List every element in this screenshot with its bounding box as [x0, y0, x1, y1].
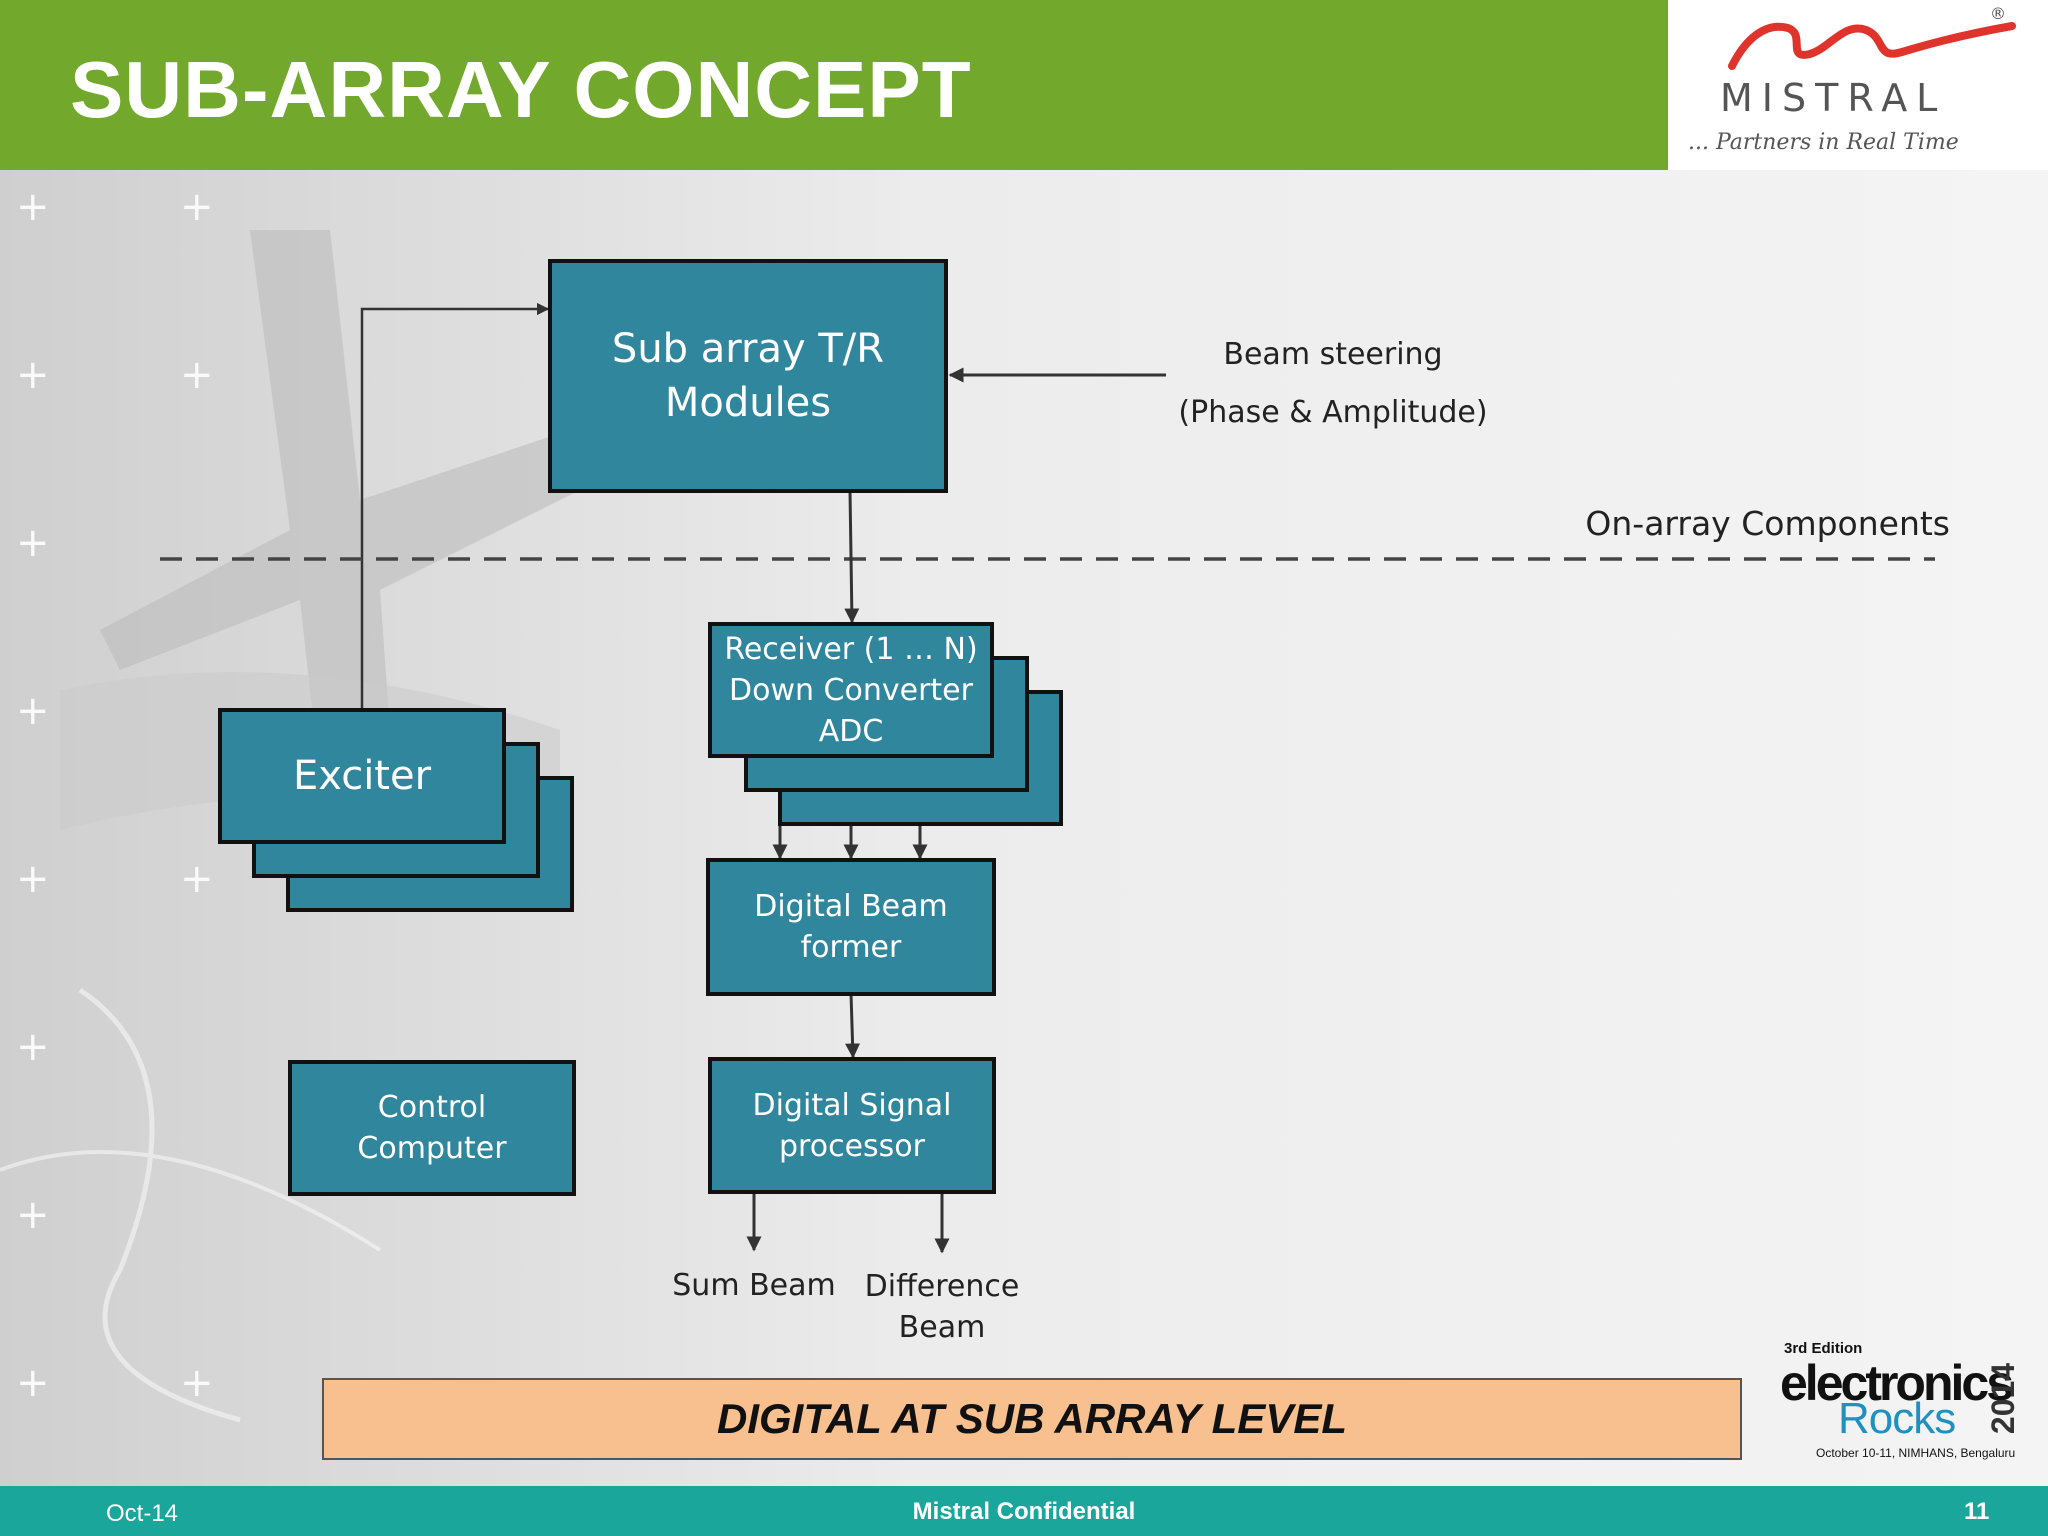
beam-steering-line1: Beam steering — [1223, 337, 1443, 372]
on-array-components-label: On-array Components — [1585, 504, 1950, 543]
control-computer-box: Control Computer — [288, 1060, 576, 1196]
dsp-line1: Digital Signal — [752, 1087, 952, 1123]
event-edition: 3rd Edition — [1784, 1340, 1863, 1357]
exciter-to-tr-arrow — [360, 302, 550, 712]
svg-text:+: + — [16, 184, 50, 230]
svg-text:+: + — [180, 1360, 214, 1406]
receiver-box: Receiver (1 … N) Down Converter ADC — [708, 622, 994, 758]
svg-text:+: + — [180, 352, 214, 398]
event-word-rocks: Rocks — [1838, 1394, 1956, 1443]
brand-name: MISTRAL — [1720, 76, 1947, 120]
dbf-line2: former — [800, 930, 902, 965]
svg-text:+: + — [16, 1024, 50, 1070]
header-bar: SUB-ARRAY CONCEPT ® MISTRAL ... Partners… — [0, 0, 2048, 170]
event-word-electronics: electronics — [1780, 1355, 2014, 1411]
electronics-rocks-logo: 3rd Edition electronics Rocks 2014 Octob… — [1770, 1340, 2022, 1460]
dbf-line1: Digital Beam — [754, 889, 948, 924]
digital-beam-former-box: Digital Beam former — [706, 858, 996, 996]
footer-page-number: 11 — [1964, 1498, 1990, 1525]
svg-text:+: + — [16, 520, 50, 566]
exciter-box: Exciter — [218, 708, 506, 844]
receiver-line3: ADC — [818, 713, 884, 749]
tr-modules-box: Sub array T/R Modules — [548, 259, 948, 493]
difference-beam-line1: Difference — [864, 1269, 1020, 1304]
beam-steering-label: Beam steering (Phase & Amplitude) — [1168, 326, 1498, 442]
receiver-line2: Down Converter — [729, 672, 973, 708]
difference-beam-line2: Beam — [898, 1310, 986, 1345]
control-computer-line1: Control — [377, 1090, 487, 1125]
svg-text:+: + — [16, 688, 50, 734]
footer-date: Oct-14 — [106, 1500, 179, 1527]
sum-beam-label: Sum Beam — [672, 1268, 836, 1303]
mistral-swoosh-icon — [1728, 22, 2016, 70]
tr-modules-line2: Modules — [664, 380, 832, 426]
brand-tagline: ... Partners in Real Time — [1688, 130, 1959, 155]
svg-text:+: + — [16, 1360, 50, 1406]
tr-to-receiver-arrow — [844, 490, 860, 624]
dbf-to-dsp-arrow — [845, 992, 861, 1059]
digital-sub-array-banner: DIGITAL AT SUB ARRAY LEVEL — [322, 1378, 1742, 1460]
slide-title: SUB-ARRAY CONCEPT — [70, 45, 972, 134]
dsp-line2: processor — [779, 1128, 925, 1164]
difference-beam-label: Difference Beam — [842, 1266, 1042, 1348]
receiver-line1: Receiver (1 … N) — [724, 631, 978, 667]
plus-pattern: + + + + + + + + + + + + — [16, 184, 214, 1406]
registered-mark: ® — [1990, 4, 2006, 23]
airplane-silhouette-icon — [100, 230, 640, 870]
svg-text:+: + — [16, 1192, 50, 1238]
beam-steering-line2: (Phase & Amplitude) — [1178, 395, 1488, 430]
control-computer-line2: Computer — [357, 1131, 507, 1166]
footer-confidential: Mistral Confidential — [912, 1498, 1136, 1525]
footer-bar: Oct-14 Mistral Confidential 11 — [0, 1486, 2048, 1536]
digital-signal-processor-box: Digital Signal processor — [708, 1057, 996, 1194]
exciter-label: Exciter — [292, 753, 432, 799]
svg-text:+: + — [180, 856, 214, 902]
event-year: 2014 — [1985, 1362, 2022, 1435]
tr-modules-line1: Sub array T/R — [611, 326, 885, 372]
svg-text:+: + — [16, 352, 50, 398]
svg-text:+: + — [180, 184, 214, 230]
mistral-logo: ® MISTRAL ... Partners in Real Time — [1668, 0, 2048, 170]
svg-text:+: + — [16, 856, 50, 902]
event-details: October 10-11, NIMHANS, Bengaluru — [1816, 1446, 2016, 1460]
